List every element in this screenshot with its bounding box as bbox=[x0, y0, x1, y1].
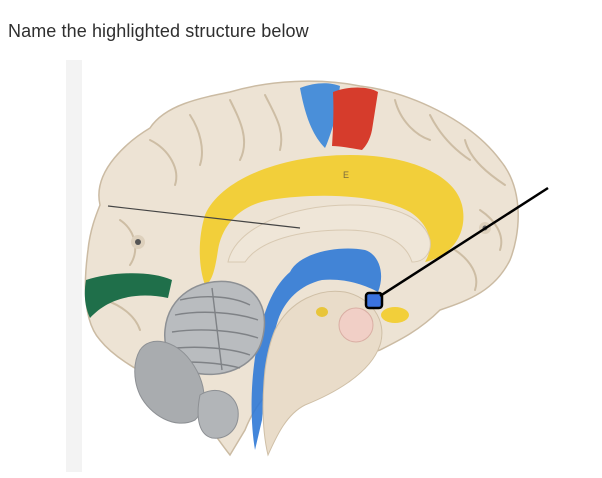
label-e: E bbox=[343, 170, 349, 180]
pink-body bbox=[338, 307, 374, 343]
yellow-small-body bbox=[316, 307, 328, 317]
pointer-line bbox=[379, 186, 549, 298]
cerebellum-lower-lobe bbox=[134, 340, 205, 424]
cingulate-gyrus bbox=[199, 155, 464, 285]
corpus-callosum bbox=[227, 204, 431, 263]
section-line bbox=[107, 205, 301, 229]
yellow-nucleus bbox=[381, 307, 409, 323]
blue-paracentral-region bbox=[300, 83, 340, 148]
cerebellum-folia bbox=[171, 287, 259, 371]
question-text: Name the highlighted structure below bbox=[8, 21, 309, 41]
red-paracentral-region bbox=[332, 87, 378, 150]
photo-backdrop bbox=[66, 60, 82, 472]
gyri-texture bbox=[104, 94, 506, 331]
highlighted-structure-marker bbox=[364, 291, 384, 310]
ventricle-region bbox=[251, 248, 382, 450]
cerebellum-tonsil bbox=[197, 390, 239, 439]
green-cortical-region bbox=[84, 273, 172, 318]
